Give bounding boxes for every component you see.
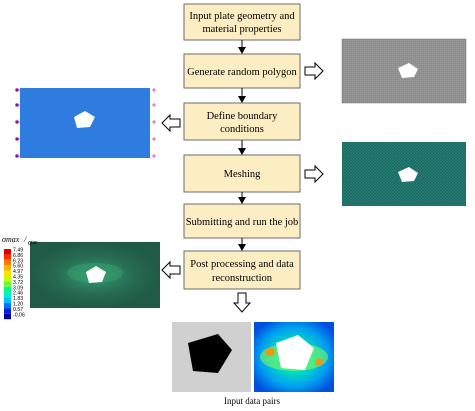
data-pairs-caption: Input data pairs <box>224 396 280 406</box>
colorbar-tick-label: 2.46 <box>13 291 23 297</box>
colorbar-swatch <box>4 292 11 298</box>
hollow-arrow-right-icon <box>304 61 324 81</box>
colorbar-swatch <box>4 297 11 303</box>
step-6-line-2: reconstruction <box>212 273 273 284</box>
step-3-line-1: Define boundary <box>207 111 279 122</box>
colorbar-tick-label: 6.23 <box>13 258 23 264</box>
colorbar-tick-label: 3.09 <box>13 285 23 291</box>
colorbar-tick-label: 4.35 <box>13 275 23 281</box>
step-box-1: Input plate geometry and material proper… <box>183 3 301 41</box>
hollow-arrow-left-icon <box>161 260 181 280</box>
stress-field-plate <box>30 242 160 308</box>
colorbar-tick-label: 6.86 <box>13 253 23 259</box>
step-box-6: Post processing and data reconstruction <box>183 250 301 290</box>
step-4-line-1: Meshing <box>224 169 262 180</box>
step-2-line-1: Generate random polygon <box>187 67 297 78</box>
colorbar-swatch <box>4 281 11 287</box>
hollow-arrow-down-icon <box>232 292 252 313</box>
colorbar-title-denominator: σ∞ <box>28 238 38 247</box>
step-5-line-1: Submitting and run the job <box>186 217 299 228</box>
colorbar-labels: 7.496.866.235.604.974.353.723.092.461.83… <box>13 248 25 319</box>
colorbar-swatch <box>4 265 11 271</box>
colorbar-tick-label: 1.20 <box>13 302 23 308</box>
step-box-3: Define boundary conditions <box>183 102 301 141</box>
random-polygon-plate <box>341 38 467 104</box>
colorbar-title-slash: / <box>23 235 27 244</box>
colorbar-tick-label: 4.97 <box>13 269 23 275</box>
colorbar-tick-label: 0.57 <box>13 307 23 313</box>
colorbar: σmax / σ∞ 7.496.866.235.604.974.353.723.… <box>2 235 38 320</box>
colorbar-swatches <box>4 249 11 320</box>
colorbar-tick-label: 3.72 <box>13 280 23 286</box>
step-box-4: Meshing <box>183 154 301 193</box>
hollow-arrow-left-icon <box>161 113 181 133</box>
colorbar-swatch <box>4 286 11 293</box>
bc-markers-left <box>15 88 20 158</box>
colorbar-swatch <box>4 249 11 255</box>
colorbar-tick-label: -0.06 <box>13 312 25 318</box>
colorbar-swatch <box>4 303 11 309</box>
colorbar-swatch <box>4 276 11 282</box>
input-data-pair-geometry <box>172 322 251 392</box>
boundary-condition-plate <box>15 88 156 158</box>
input-data-pair-stress <box>254 322 334 392</box>
colorbar-title-numerator: σmax <box>2 235 20 244</box>
colorbar-swatch <box>4 259 11 266</box>
colorbar-swatch <box>4 254 11 260</box>
bc-markers-right <box>152 88 156 158</box>
step-box-2: Generate random polygon <box>183 53 301 89</box>
step-3-line-2: conditions <box>220 124 264 135</box>
hollow-arrow-right-icon <box>304 164 324 184</box>
step-1-line-1: Input plate geometry and <box>189 11 295 22</box>
step-box-5: Submitting and run the job <box>183 203 301 239</box>
colorbar-swatch <box>4 308 11 314</box>
step-6-line-1: Post processing and data <box>190 259 294 270</box>
colorbar-tick-label: 7.49 <box>13 248 23 254</box>
colorbar-tick-label: 1.83 <box>13 296 23 302</box>
step-1-line-2: material properties <box>202 24 281 35</box>
colorbar-swatch <box>4 313 11 320</box>
colorbar-swatch <box>4 270 11 276</box>
colorbar-tick-label: 5.60 <box>13 264 23 270</box>
meshed-plate <box>342 142 466 206</box>
